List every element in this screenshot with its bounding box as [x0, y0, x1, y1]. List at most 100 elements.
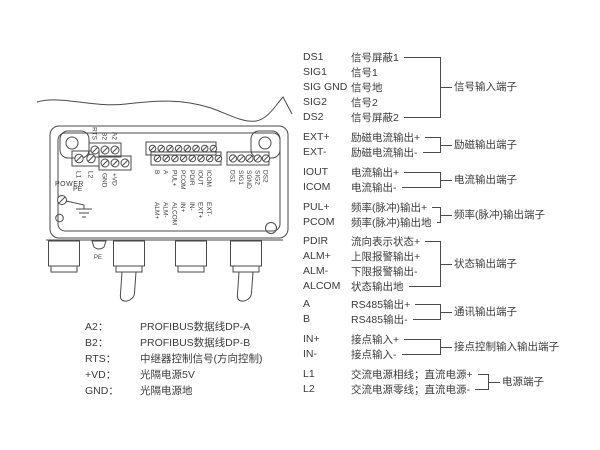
group-bracket-tick — [440, 87, 452, 88]
mount-hole-right — [258, 136, 272, 150]
cable — [119, 271, 137, 302]
terminal-label: ICOM — [205, 170, 212, 187]
terminal-code: EXT- — [303, 146, 327, 158]
terminal-desc: 频率(脉冲)输出+ — [351, 201, 428, 214]
group-label: 电源端子 — [502, 375, 544, 388]
group-bracket-tick — [440, 179, 452, 181]
terminal-row: EXT- 励磁电流输出- — [303, 145, 440, 160]
terminal-label: B2 — [101, 132, 108, 140]
screw-slot — [215, 155, 221, 162]
terminal-desc: 流向表示状态+ — [351, 235, 421, 248]
terminal-code: ALM- — [303, 265, 329, 277]
screw-slot — [121, 159, 129, 167]
terminal-desc: RS485输出- — [351, 313, 408, 326]
terminal-label: ALM- — [162, 202, 169, 218]
connector-line — [401, 353, 440, 355]
connector-line — [404, 338, 440, 340]
screw-slot — [111, 159, 119, 167]
terminal-group: IN+接点输入+IN-接点输入-接点控制输入输出端子 — [303, 332, 559, 362]
connector-line — [422, 151, 440, 153]
connector-line — [475, 388, 488, 390]
terminal-code: EXT+ — [303, 131, 330, 143]
cable-gland-body — [230, 240, 262, 267]
terminal-row: IN+接点输入+ — [303, 332, 440, 347]
screw-slot — [189, 155, 195, 162]
screw-slot — [154, 155, 161, 162]
group-bracket-tick — [440, 263, 452, 265]
screw-slot — [254, 155, 261, 162]
cable-gland-body — [48, 240, 80, 267]
cable-gland-ring — [115, 265, 143, 273]
screw-slot — [202, 145, 208, 152]
legend-code: RTS： — [85, 352, 117, 365]
screw-slot — [193, 145, 199, 152]
terminal-row: EXT+励磁电流输出+ — [303, 130, 440, 145]
cable — [236, 271, 254, 302]
terminal-label: PUL+ — [170, 170, 177, 187]
terminal-desc: 信号1 — [351, 66, 378, 79]
terminal-desc: 上限报警输出+ — [351, 250, 421, 263]
legend-code: A2： — [85, 320, 109, 333]
screw-slot — [210, 145, 216, 152]
terminal-label: +VD — [111, 173, 118, 186]
screw-slot — [181, 155, 187, 162]
mount-hole-bottom-right — [265, 222, 277, 234]
cable-gland-body — [113, 240, 145, 267]
connector-line — [403, 116, 440, 118]
legend-desc: 光隔电源地 — [140, 384, 193, 397]
terminal-group: EXT+励磁电流输出+EXT-励磁电流输出-励磁输出端子 — [303, 130, 517, 160]
screw-slot — [184, 145, 190, 152]
screw-slot — [158, 145, 164, 152]
connector-line — [425, 136, 440, 138]
terminal-code: B — [303, 313, 311, 325]
terminal-label: IN- — [188, 202, 195, 211]
terminal-code: DS2 — [303, 111, 324, 123]
screw-slot — [167, 145, 173, 152]
terminal-desc: 信号屏蔽1 — [351, 51, 399, 64]
screw-slot — [230, 155, 236, 162]
group-bracket-tick — [488, 381, 500, 383]
terminal-code: SIG GND — [303, 81, 348, 93]
terminal-code: DS1 — [303, 51, 324, 63]
legend-row: A2： PROFIBUS数据线DP-A — [85, 318, 263, 334]
terminal-label: DS1 — [229, 170, 236, 183]
terminal-label: EXT+ — [197, 202, 204, 219]
terminal-label: SGND — [245, 170, 252, 189]
terminal-label: ALM+ — [153, 202, 160, 219]
terminal-desc: 励磁电流输出- — [351, 146, 418, 159]
terminal-desc: 状态输出地 — [351, 280, 404, 293]
terminal-code: ICOM — [303, 181, 331, 193]
cable-gland-ring — [177, 265, 205, 273]
screw-slot — [207, 155, 213, 162]
terminal-label: SIG1 — [237, 170, 244, 185]
corner-pad-left — [59, 130, 90, 159]
terminal-label: PCOM — [179, 170, 186, 190]
terminal-label: SIG2 — [253, 170, 260, 185]
group-label: 接点控制输入输出端子 — [454, 340, 559, 353]
terminal-desc: 信号地 — [351, 81, 383, 94]
terminal-desc: RS485输出+ — [351, 298, 411, 311]
terminal-label: A — [162, 170, 169, 175]
group-label: 信号输入端子 — [454, 81, 517, 93]
pe-stud: PE — [91, 240, 107, 261]
terminal-label: L1 — [75, 171, 82, 179]
screw-slot — [172, 155, 178, 162]
terminal-code: PDIR — [303, 235, 329, 247]
screw-slot — [75, 155, 83, 162]
cable-glands — [48, 240, 262, 302]
legend-code: B2： — [85, 336, 109, 349]
legend-desc: PROFIBUS数据线DP-A — [140, 320, 251, 333]
legend-row: GND：光隔电源地 — [85, 382, 263, 398]
terminal-desc: 信号2 — [351, 96, 378, 109]
